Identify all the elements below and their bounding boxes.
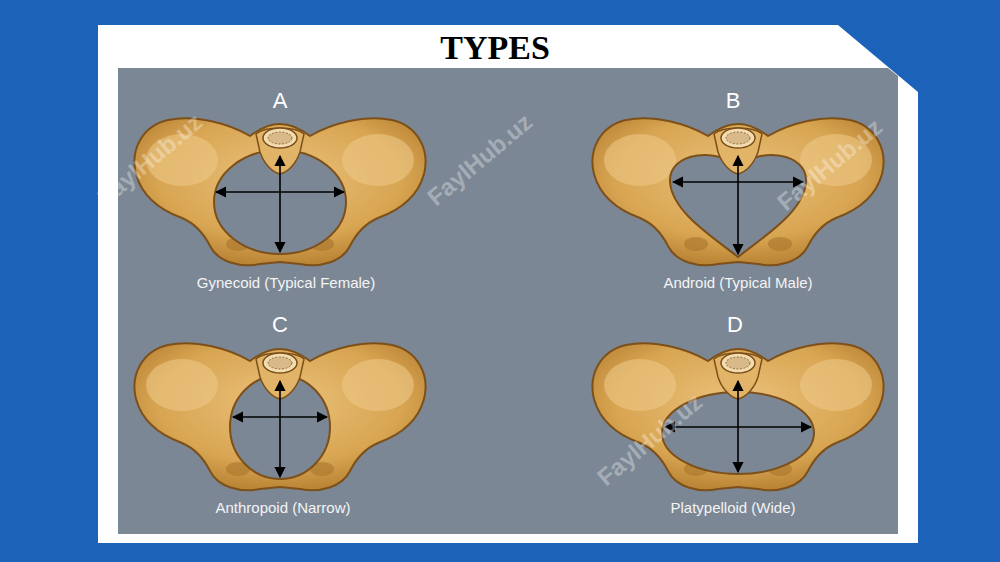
figure-letter: D: [727, 313, 743, 337]
figure-letter: A: [273, 89, 288, 113]
pelvic-inlet: [230, 375, 330, 479]
figure-caption: Gynecoid (Typical Female): [197, 275, 375, 292]
pelvic-inlet: [214, 150, 346, 254]
ap-arrow: [279, 156, 281, 252]
figure-caption: Android (Typical Male): [663, 275, 812, 292]
figure-letter: C: [272, 313, 288, 337]
slide-title: TYPES: [440, 29, 550, 66]
image-panel: [118, 68, 898, 534]
ap-arrow: [737, 156, 739, 254]
figure-letter: B: [726, 89, 741, 113]
ap-arrow: [737, 381, 739, 472]
figure-caption: Platypelloid (Wide): [670, 500, 795, 517]
figure-caption: Anthropoid (Narrow): [215, 500, 350, 517]
pelvis-bone: [134, 343, 425, 490]
ap-arrow: [279, 381, 281, 477]
pelvis-anthropoid: [134, 343, 425, 490]
slide-panel: [98, 25, 918, 543]
